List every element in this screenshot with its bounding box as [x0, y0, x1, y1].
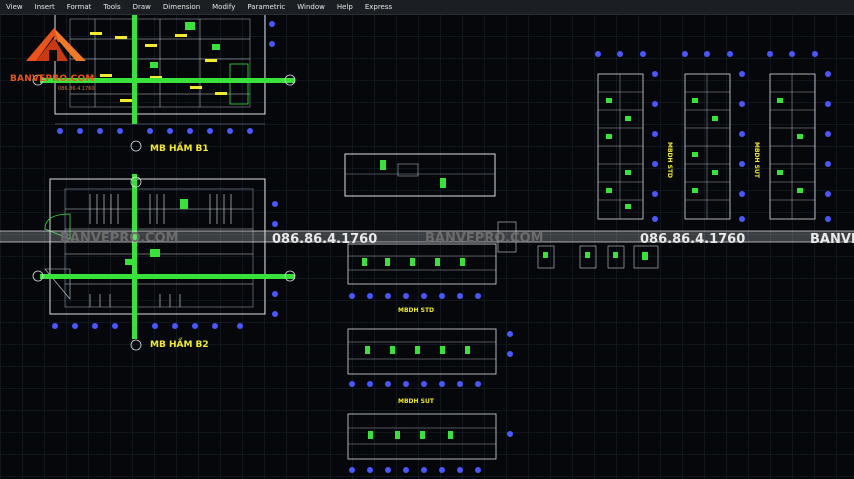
drawing-canvas[interactable]: MB HẦM B1: [0, 14, 854, 479]
menu-parametric[interactable]: Parametric: [247, 3, 286, 11]
roof-logo-icon: [26, 28, 86, 61]
menu-view[interactable]: View: [6, 3, 23, 11]
tower-plan-2[interactable]: MBDH SUT: [682, 51, 760, 222]
watermark-phone-1: 086.86.4.1760: [272, 232, 377, 247]
menu-dimension[interactable]: Dimension: [162, 3, 201, 11]
menu-express[interactable]: Express: [364, 3, 393, 11]
watermark-phone-2: 086.86.4.1760: [640, 232, 745, 247]
tower-sut-label: MBDH SUT: [753, 142, 760, 179]
menu-help[interactable]: Help: [336, 3, 353, 11]
logo-brand-text: BANVEPRO.COM: [10, 74, 95, 84]
floor-plan-bottom[interactable]: [347, 413, 513, 473]
menu-bar: View Insert Format Tools Draw Dimension …: [0, 0, 854, 15]
floor-plan-sut[interactable]: MBDH SUT: [347, 328, 513, 405]
menu-modify[interactable]: Modify: [212, 3, 236, 11]
logo-phone-text: 086.86.4.1760: [58, 86, 95, 92]
floor-plan-std[interactable]: MBDH STD: [347, 243, 497, 314]
basement-b2-label: MB HẦM B2: [150, 337, 209, 350]
watermark-site-3: BANVE: [810, 232, 854, 247]
menu-window[interactable]: Window: [297, 3, 325, 11]
floor-sut-label: MBDH SUT: [398, 398, 435, 405]
basement-b2-plan[interactable]: MB HẦM B2: [32, 174, 296, 351]
small-plan-top[interactable]: [344, 153, 496, 197]
basement-b1-plan[interactable]: MB HẦM B1: [32, 14, 296, 154]
menu-draw[interactable]: Draw: [132, 3, 151, 11]
tower-plan-3[interactable]: [767, 51, 831, 222]
tower-std-label: MBDH STD: [666, 142, 673, 178]
menu-insert[interactable]: Insert: [34, 3, 55, 11]
floor-std-label: MBDH STD: [398, 307, 434, 314]
menu-format[interactable]: Format: [66, 3, 92, 11]
watermark-site-2: BANVEPRO.COM: [425, 231, 544, 246]
menu-tools[interactable]: Tools: [103, 3, 121, 11]
basement-b1-label: MB HẦM B1: [150, 141, 209, 154]
tower-plan-1[interactable]: MBDH STD: [595, 51, 673, 222]
grid-background: [0, 14, 854, 479]
detail-blocks[interactable]: [497, 221, 659, 269]
watermark-band: BANVEPRO.COM 086.86.4.1760 BANVEPRO.COM …: [0, 230, 854, 247]
brand-logo: BANVEPRO.COM 086.86.4.1760: [6, 16, 106, 96]
watermark-site-1: BANVEPRO.COM: [60, 231, 179, 246]
